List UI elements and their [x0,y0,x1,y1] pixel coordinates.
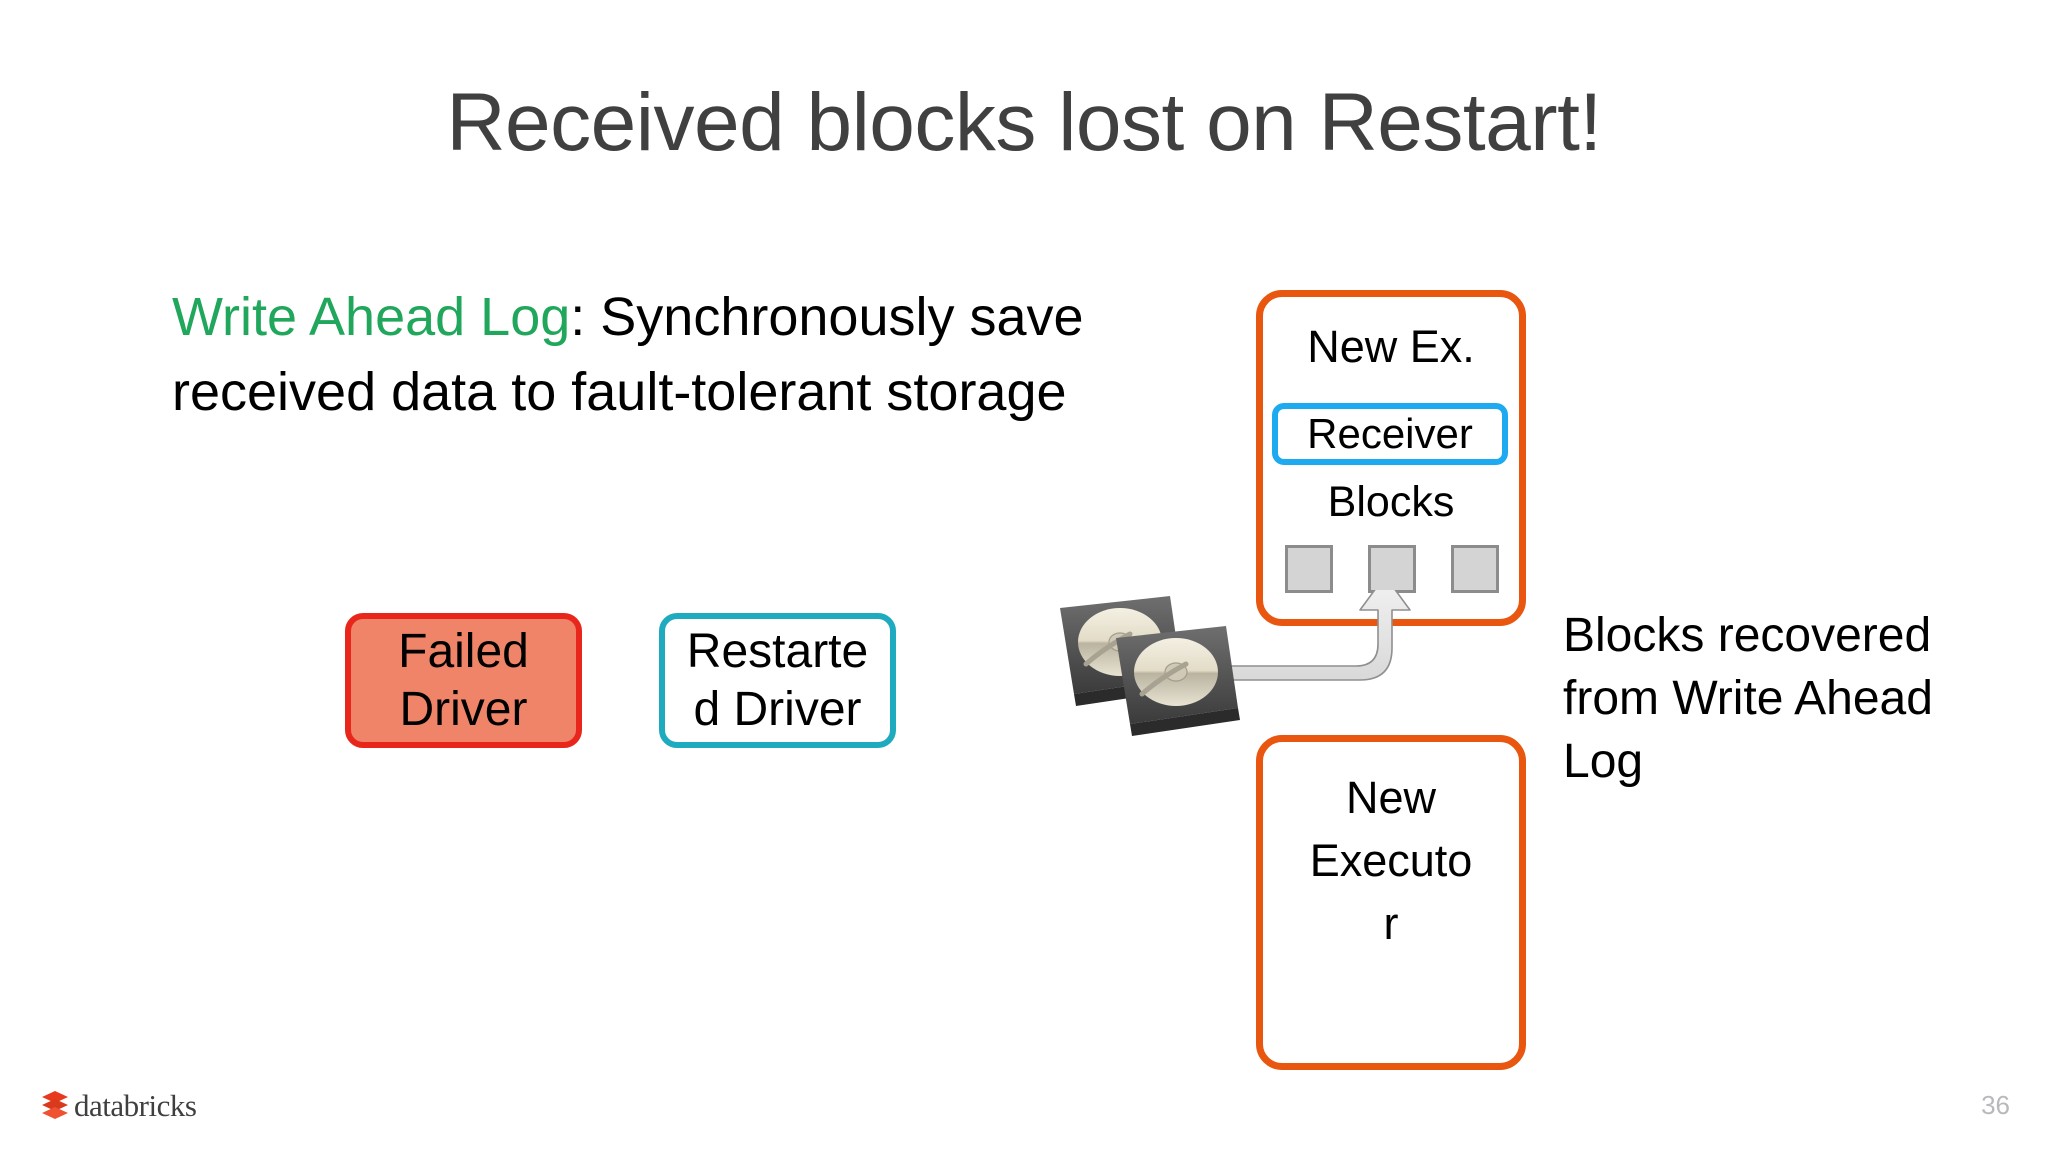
restarted-driver-line-1: Restarte [686,624,869,678]
new-executor-label: New Executo r [1263,766,1519,955]
blocks-row [1285,545,1499,593]
write-ahead-log-term: Write Ahead Log [172,287,571,347]
block-square-2 [1368,545,1416,593]
restarted-driver-box: Restarte d Driver [659,613,896,748]
new-ex-label: New Ex. [1307,321,1475,372]
recovery-caption-line-3: Log [1563,735,1644,788]
page-number: 36 [1981,1090,2010,1120]
receiver-label: Receiver [1307,410,1473,457]
recovery-caption-line-2: from Write Ahead [1563,672,1933,725]
databricks-bricks-icon [40,1088,70,1125]
databricks-wordmark: databricks [74,1088,197,1123]
page-title: Received blocks lost on Restart! [446,77,1602,168]
recovery-caption: Blocks recovered from Write Ahead Log [1563,604,1993,793]
failed-driver-line-1: Failed [398,624,529,678]
failed-driver-box: Failed Driver [345,613,582,748]
restarted-driver-line-2: d Driver [693,682,862,736]
new-executor-line-1: New [1345,772,1437,823]
recovery-caption-line-1: Blocks recovered [1563,609,1932,662]
block-square-3 [1451,545,1499,593]
body-paragraph: Write Ahead Log: Synchronously save rece… [172,280,1182,430]
new-executor-line-3: r [1383,898,1399,949]
receiver-box: Receiver [1272,403,1508,465]
restarted-driver-label: Restarte d Driver [687,623,868,739]
new-executor-bottom-box: New Executo r [1256,735,1526,1070]
new-executor-line-2: Executo [1309,835,1473,886]
failed-driver-line-2: Driver [399,682,528,736]
databricks-logo: databricks [40,1088,197,1125]
block-square-1 [1285,545,1333,593]
failed-driver-label: Failed Driver [398,623,529,739]
new-executor-top-box: New Ex. Receiver Blocks [1256,290,1526,626]
blocks-label: Blocks [1327,478,1455,526]
body-paragraph-rest: : Synchronously save received data to fa… [172,287,1084,422]
storage-recovery-graphic [1060,590,1460,790]
